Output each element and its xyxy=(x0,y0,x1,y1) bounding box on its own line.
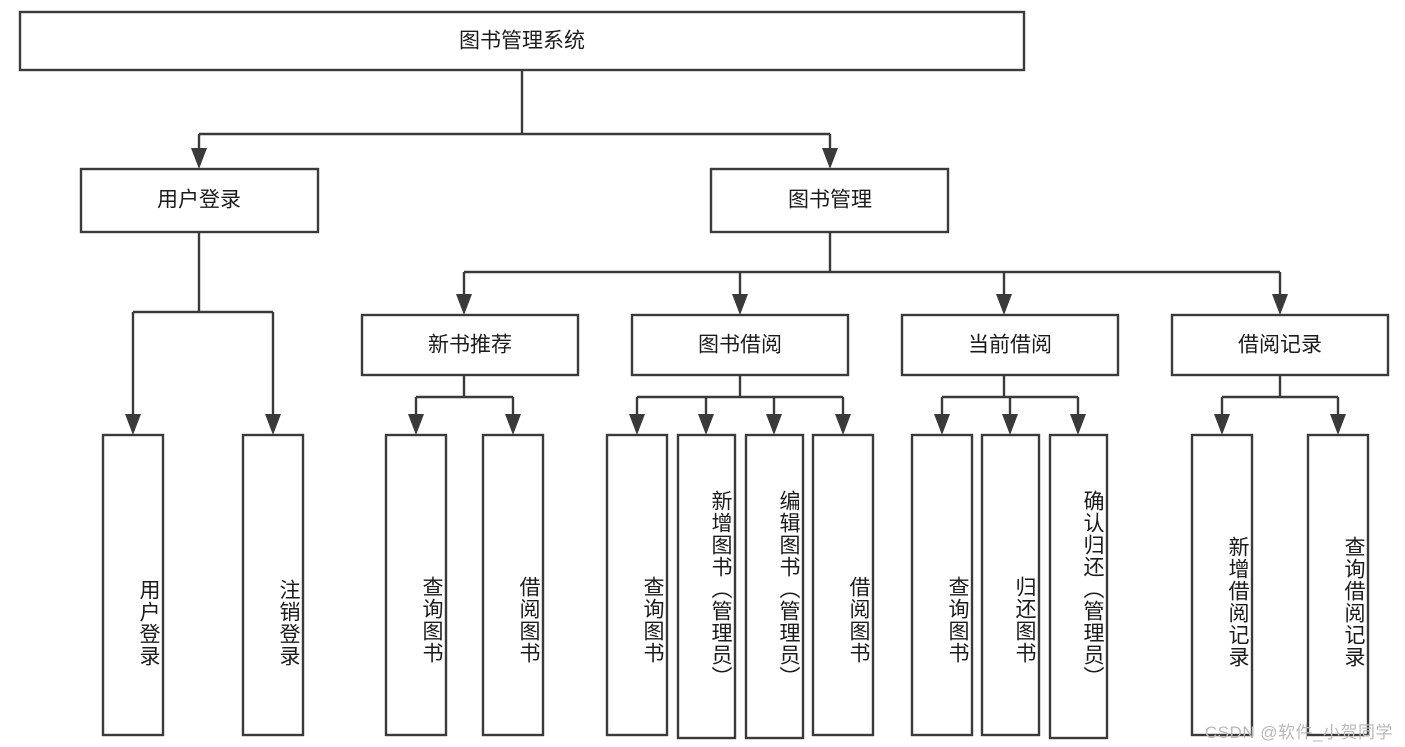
arrow-head-icon xyxy=(822,148,838,169)
node-book-management-box xyxy=(709,167,950,234)
node-root-label: 图书管理系统 xyxy=(459,30,585,53)
node-leaf-box[interactable] xyxy=(241,433,305,737)
node-borrow-record[interactable]: 借阅记录 xyxy=(1170,313,1390,377)
leaf-boxes-new-book-recommend xyxy=(384,433,545,737)
node-leaf-box[interactable] xyxy=(1306,433,1370,737)
node-leaf-box[interactable] xyxy=(1190,433,1254,737)
arrow-head-icon xyxy=(265,414,281,435)
arrow-head-icon xyxy=(835,414,851,435)
node-leaf-box[interactable] xyxy=(744,433,805,740)
arrow-head-icon xyxy=(456,294,472,315)
node-new-book-recommend[interactable]: 新书推荐 xyxy=(360,313,580,377)
node-user-login-label: 用户登录 xyxy=(157,189,241,212)
arrow-head-icon xyxy=(1272,294,1288,315)
node-leaf-box[interactable] xyxy=(384,433,448,737)
arrow-head-icon xyxy=(125,414,141,435)
arrow-head-icon xyxy=(191,148,207,169)
connector-group-bookmgmt-to-level3 xyxy=(456,232,1288,315)
connector-group-userlogin-to-leaves xyxy=(125,232,281,435)
node-book-borrow-label: 图书借阅 xyxy=(698,334,782,357)
node-leaf-box[interactable] xyxy=(1048,433,1109,740)
arrow-head-icon xyxy=(698,414,714,435)
leaf-boxes-current-borrow xyxy=(910,433,1109,740)
connector-group-currentborrow-to-leaves xyxy=(934,375,1086,435)
node-root-box xyxy=(18,10,1026,72)
arrow-head-icon xyxy=(1070,414,1086,435)
node-leaf-box[interactable] xyxy=(811,433,875,737)
node-current-borrow-label: 当前借阅 xyxy=(968,334,1052,357)
leaf-boxes-borrow-record xyxy=(1190,433,1370,737)
leaf-boxes-user-login xyxy=(101,433,305,737)
watermark-text: CSDN @软件_小贺同学 xyxy=(1204,723,1393,742)
arrow-head-icon xyxy=(1002,414,1018,435)
node-leaf-box[interactable] xyxy=(605,433,669,737)
node-leaf-box[interactable] xyxy=(910,433,974,737)
node-borrow-record-label: 借阅记录 xyxy=(1238,334,1322,357)
node-current-borrow[interactable]: 当前借阅 xyxy=(900,313,1120,377)
node-book-borrow-box xyxy=(630,313,850,377)
connector-group-newbook-to-leaves xyxy=(408,375,521,435)
node-leaf-box[interactable] xyxy=(101,433,165,737)
node-user-login[interactable]: 用户登录 xyxy=(79,167,320,234)
arrow-head-icon xyxy=(732,294,748,315)
arrow-head-icon xyxy=(934,414,950,435)
node-root-library-system[interactable]: 图书管理系统 xyxy=(18,10,1026,72)
arrow-head-icon xyxy=(1330,414,1346,435)
node-leaf-box[interactable] xyxy=(676,433,737,740)
node-leaf-box[interactable] xyxy=(980,433,1041,737)
node-current-borrow-box xyxy=(900,313,1120,377)
connector-group-borrowrecord-to-leaves xyxy=(1214,375,1346,435)
connector-group-root-to-level2 xyxy=(191,70,838,169)
connector-group-bookborrow-to-leaves xyxy=(629,375,851,435)
node-book-borrow[interactable]: 图书借阅 xyxy=(630,313,850,377)
node-leaf-box[interactable] xyxy=(481,433,545,737)
node-book-management[interactable]: 图书管理 xyxy=(709,167,950,234)
arrow-head-icon xyxy=(766,414,782,435)
node-new-book-recommend-label: 新书推荐 xyxy=(428,334,512,357)
arrow-head-icon xyxy=(505,414,521,435)
leaf-boxes-book-borrow xyxy=(605,433,875,740)
arrow-head-icon xyxy=(629,414,645,435)
node-user-login-box xyxy=(79,167,320,234)
arrow-head-icon xyxy=(408,414,424,435)
node-borrow-record-box xyxy=(1170,313,1390,377)
arrow-head-icon xyxy=(1214,414,1230,435)
arrow-head-icon xyxy=(996,294,1012,315)
node-new-book-recommend-box xyxy=(360,313,580,377)
node-book-management-label: 图书管理 xyxy=(788,189,872,212)
